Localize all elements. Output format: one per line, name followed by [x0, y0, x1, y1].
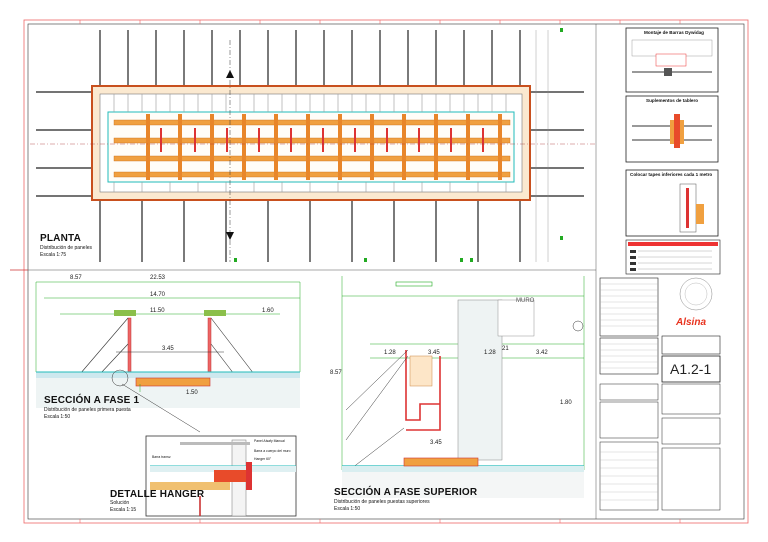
- dimension-label: 21: [502, 346, 509, 352]
- section-phase1: [35, 281, 301, 433]
- box-title: Suplementos de tablero: [646, 98, 699, 103]
- upper-phase-scale: Escala 1:50: [334, 506, 361, 512]
- dimension-label: 14.70: [150, 292, 166, 298]
- box-title: Montaje de Barras Dywidag: [644, 30, 704, 35]
- dimension-label: 22.53: [150, 275, 166, 281]
- sheet-border: [23, 19, 749, 524]
- dimension-label: 8.57: [70, 275, 82, 281]
- dimension-label: 1.28: [384, 350, 396, 356]
- hanger-note: Panel Alsafy Manual: [254, 439, 285, 443]
- dimension-label: 3.42: [536, 350, 548, 356]
- plan-subtitle: Distribución de paneles: [40, 245, 92, 251]
- dimension-label: 1.28: [484, 350, 496, 356]
- dimension-label: 1.50: [186, 390, 198, 396]
- sheet-number: A1.2-1: [670, 361, 712, 377]
- hanger-note: Barra transv.: [152, 455, 172, 459]
- company-logo: Alsina: [676, 317, 707, 328]
- plan-title: PLANTA: [40, 233, 82, 244]
- section-upper-phase: [341, 276, 585, 498]
- side-detail-boxes: [625, 27, 719, 237]
- hanger-scale: Escala 1:15: [110, 507, 137, 513]
- plan-view: [30, 28, 596, 262]
- hanger-note: Barra a cuerpo del muro: [254, 449, 291, 453]
- dimension-label: 3.45: [428, 350, 440, 356]
- upper-phase-title: SECCIÓN A FASE SUPERIOR: [334, 487, 478, 498]
- title-block: [599, 239, 721, 511]
- hanger-title: DETALLE HANGER: [110, 489, 205, 500]
- phase1-subtitle: Distribución de paneles primera puesta: [44, 407, 131, 413]
- grid-ticks: [79, 20, 681, 523]
- dimension-label: 1.80: [560, 400, 572, 406]
- plan-scale: Escala 1:75: [40, 252, 67, 258]
- hanger-note: Hanger 60": [254, 457, 272, 461]
- wall-label: MURO: [516, 298, 535, 304]
- dimension-label: 11.50: [150, 308, 165, 314]
- dimension-label: 1.60: [262, 308, 274, 314]
- dimension-label: 3.45: [162, 346, 174, 352]
- phase1-title: SECCIÓN A FASE 1: [44, 395, 140, 406]
- dimension-label: 8.57: [330, 370, 342, 376]
- upper-phase-subtitle: Distribución de paneles puestas superior…: [334, 499, 430, 505]
- hanger-detail: [145, 435, 297, 517]
- dimension-label: 3.45: [430, 440, 442, 446]
- phase1-scale: Escala 1:50: [44, 414, 71, 420]
- hanger-subtitle: Solución: [110, 500, 130, 506]
- box-title: Colocar tapes inferiores cada 1 metro: [630, 172, 713, 177]
